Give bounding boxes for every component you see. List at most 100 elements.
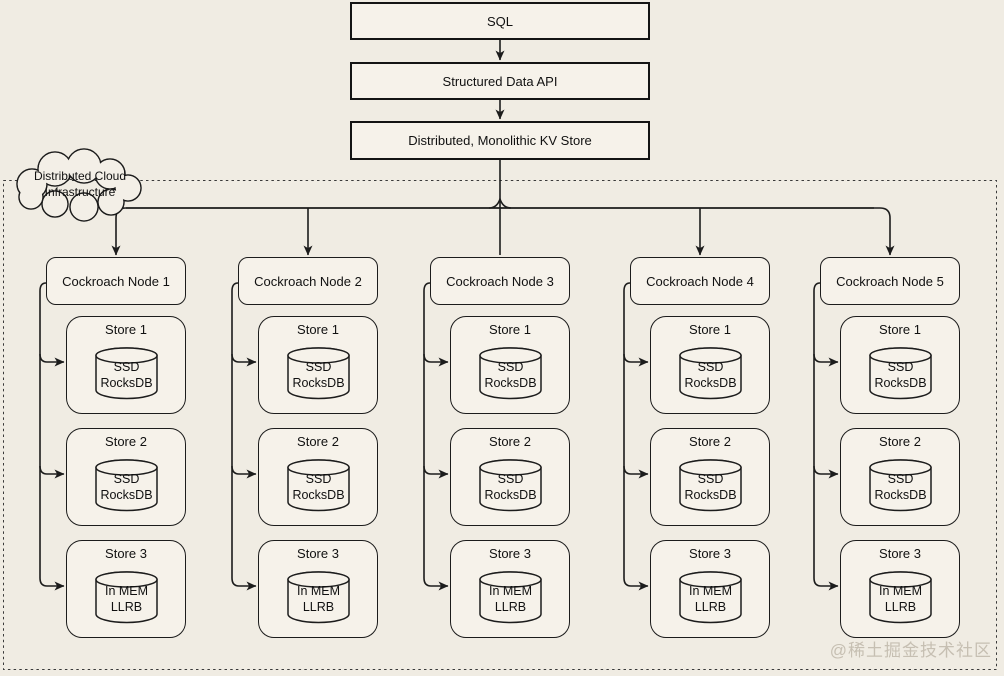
database-cylinder-icon: SSD RocksDB (478, 346, 543, 400)
store-label: Store 1 (489, 322, 531, 337)
store-box: Store 2 SSD RocksDB (258, 428, 378, 526)
store-label: Store 3 (105, 546, 147, 561)
store-label: Store 3 (689, 546, 731, 561)
cloud-label-line1: Distributed Cloud (33, 169, 127, 183)
cylinder-shape (287, 347, 350, 400)
cylinder-shape (869, 347, 932, 400)
database-label-line2: LLRB (302, 600, 335, 614)
store-label: Store 1 (297, 322, 339, 337)
store-label: Store 2 (297, 434, 339, 449)
cockroach-node-box: Cockroach Node 1 (46, 257, 186, 305)
database-label-line1: In MEM (688, 584, 733, 598)
database-label-line1: SSD (497, 472, 524, 486)
database-label-line2: LLRB (884, 600, 917, 614)
connector-arrow (231, 353, 257, 367)
connector-arrow (231, 465, 257, 479)
connector-arrow (39, 282, 65, 591)
cockroach-node-label: Cockroach Node 1 (62, 273, 170, 289)
database-label: SSD RocksDB (274, 471, 363, 503)
connector-arrow (423, 282, 449, 591)
database-label-line2: RocksDB (100, 488, 153, 502)
database-label-line1: In MEM (488, 584, 533, 598)
connector-arrow (39, 353, 65, 367)
connector-arrow (623, 465, 649, 479)
database-label-line1: SSD (113, 472, 140, 486)
cloud-label-line2: Infrastructure (44, 185, 116, 199)
database-label-line1: SSD (305, 472, 332, 486)
sql-layer-label: SQL (486, 13, 513, 29)
database-label: In MEM LLRB (274, 583, 363, 615)
cylinder-shape (869, 571, 932, 624)
cylinder-shape (479, 571, 542, 624)
database-label: SSD RocksDB (82, 471, 171, 503)
structured-data-api-box: Structured Data API (350, 62, 650, 100)
database-label-line1: In MEM (296, 584, 341, 598)
store-label: Store 2 (105, 434, 147, 449)
database-label-line2: RocksDB (874, 488, 927, 502)
database-cylinder-icon: SSD RocksDB (94, 458, 159, 512)
cylinder-shape (679, 347, 742, 400)
database-cylinder-icon: In MEM LLRB (868, 570, 933, 624)
database-label-line2: RocksDB (484, 488, 537, 502)
connector-arrow (423, 353, 449, 367)
cloud-shape-icon (16, 148, 142, 222)
database-label-line2: RocksDB (292, 488, 345, 502)
cockroach-node-label: Cockroach Node 3 (446, 273, 554, 289)
cockroach-node-box: Cockroach Node 5 (820, 257, 960, 305)
database-label-line1: SSD (497, 360, 524, 374)
store-label: Store 3 (297, 546, 339, 561)
cockroach-node-label: Cockroach Node 2 (254, 273, 362, 289)
database-label-line1: SSD (887, 472, 914, 486)
cylinder-shape (679, 459, 742, 512)
database-cylinder-icon: SSD RocksDB (478, 458, 543, 512)
database-label-line1: SSD (697, 472, 724, 486)
store-label: Store 1 (879, 322, 921, 337)
store-label: Store 3 (489, 546, 531, 561)
database-label: SSD RocksDB (466, 359, 555, 391)
store-box: Store 2 SSD RocksDB (66, 428, 186, 526)
column-connectors (39, 207, 895, 591)
connector-arrow (500, 207, 895, 256)
connector-arrow (813, 353, 839, 367)
store-label: Store 3 (879, 546, 921, 561)
database-label-line1: In MEM (878, 584, 923, 598)
structured-data-api-label: Structured Data API (442, 73, 558, 89)
database-label-line2: RocksDB (484, 376, 537, 390)
store-box: Store 3 In MEM LLRB (258, 540, 378, 638)
store-label: Store 2 (689, 434, 731, 449)
store-label: Store 2 (879, 434, 921, 449)
database-label-line2: RocksDB (684, 376, 737, 390)
database-cylinder-icon: In MEM LLRB (286, 570, 351, 624)
connector-arrow (623, 353, 649, 367)
sql-layer-box: SQL (350, 2, 650, 40)
cylinder-shape (869, 459, 932, 512)
store-box: Store 3 In MEM LLRB (840, 540, 960, 638)
database-label-line2: RocksDB (292, 376, 345, 390)
connector-arrow (813, 282, 839, 591)
connector-arrow (623, 282, 649, 591)
cylinder-shape (95, 459, 158, 512)
